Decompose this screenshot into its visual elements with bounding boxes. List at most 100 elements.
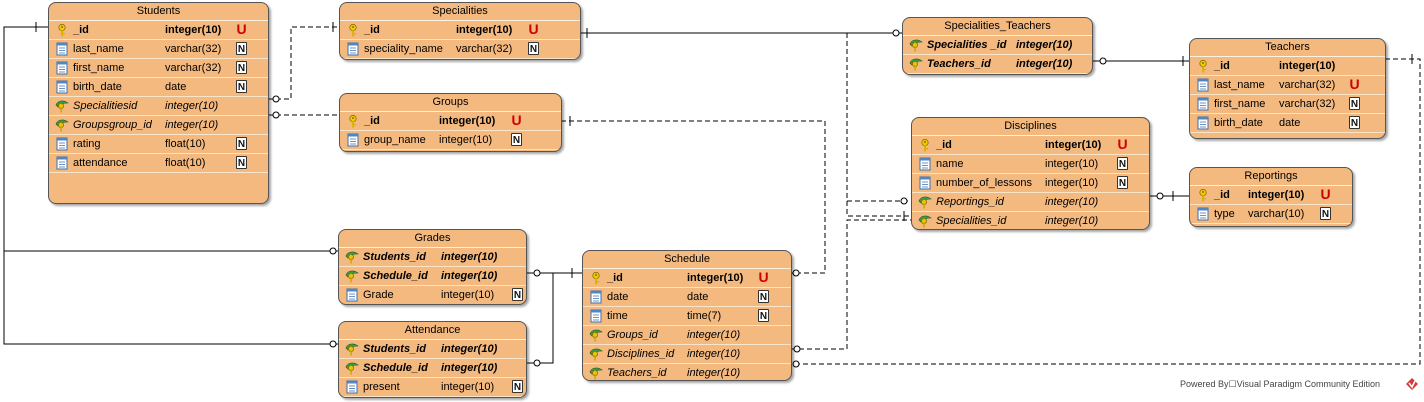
column-type: integer(10) xyxy=(165,119,219,131)
column-name: first_name xyxy=(1214,98,1266,110)
column-name: Students_id xyxy=(363,343,426,355)
rel-students-specialities xyxy=(268,26,339,100)
column-type: integer(10) xyxy=(1045,177,1099,189)
foreign-key-icon xyxy=(55,99,69,113)
column-name: first_name xyxy=(73,62,125,74)
not-null-badge: N xyxy=(236,61,247,74)
primary-key-icon xyxy=(589,271,603,285)
column-name: type xyxy=(1214,208,1235,220)
entity-title: Attendance xyxy=(339,322,526,340)
column-type: varchar(32) xyxy=(1279,98,1336,110)
foreign-key-icon xyxy=(918,214,932,228)
table-row[interactable]: Teachers_id integer(10) xyxy=(903,55,1092,74)
foreign-key-icon xyxy=(589,366,603,380)
column-name: Teachers_id xyxy=(927,58,991,70)
entity-title: Teachers xyxy=(1190,39,1385,57)
entity-title: Grades xyxy=(339,230,526,248)
column-type: integer(10) xyxy=(1248,189,1305,201)
column-icon xyxy=(918,157,932,171)
column-icon xyxy=(1196,207,1210,221)
column-name: birth_date xyxy=(1214,117,1263,129)
not-null-badge: N xyxy=(1117,157,1128,170)
column-name: time xyxy=(607,310,628,322)
rel-teachers-schedule xyxy=(791,58,1421,365)
foreign-key-icon xyxy=(345,250,359,264)
column-icon xyxy=(55,80,69,94)
foreign-key-icon xyxy=(345,269,359,283)
column-name: Specialities_id xyxy=(936,215,1007,227)
unique-badge: U xyxy=(511,112,522,128)
column-type: integer(10) xyxy=(165,100,219,112)
unique-badge: U xyxy=(1320,186,1331,202)
column-name: Grade xyxy=(363,289,394,301)
column-name: Schedule_id xyxy=(363,270,428,282)
not-null-badge: N xyxy=(1349,116,1360,129)
column-type: integer(10) xyxy=(1016,58,1073,70)
unique-badge: U xyxy=(1349,76,1360,92)
column-icon xyxy=(1196,78,1210,92)
table-row[interactable]: _id integer(10) xyxy=(1190,57,1385,76)
unique-badge: U xyxy=(758,269,769,285)
primary-key-icon xyxy=(1196,188,1210,202)
column-name: _id xyxy=(1214,60,1230,72)
column-type: integer(10) xyxy=(1279,60,1336,72)
not-null-badge: N xyxy=(758,309,769,322)
primary-key-icon xyxy=(55,23,69,37)
table-row[interactable]: _id integer(10) U xyxy=(1190,186,1352,205)
column-icon xyxy=(55,137,69,151)
column-name: _id xyxy=(1214,189,1230,201)
column-name: name xyxy=(936,158,964,170)
visual-paradigm-logo-icon xyxy=(1406,378,1418,390)
entity-title: Students xyxy=(49,3,268,21)
not-null-badge: N xyxy=(236,156,247,169)
primary-key-icon xyxy=(918,138,932,152)
column-type: integer(10) xyxy=(441,289,495,301)
